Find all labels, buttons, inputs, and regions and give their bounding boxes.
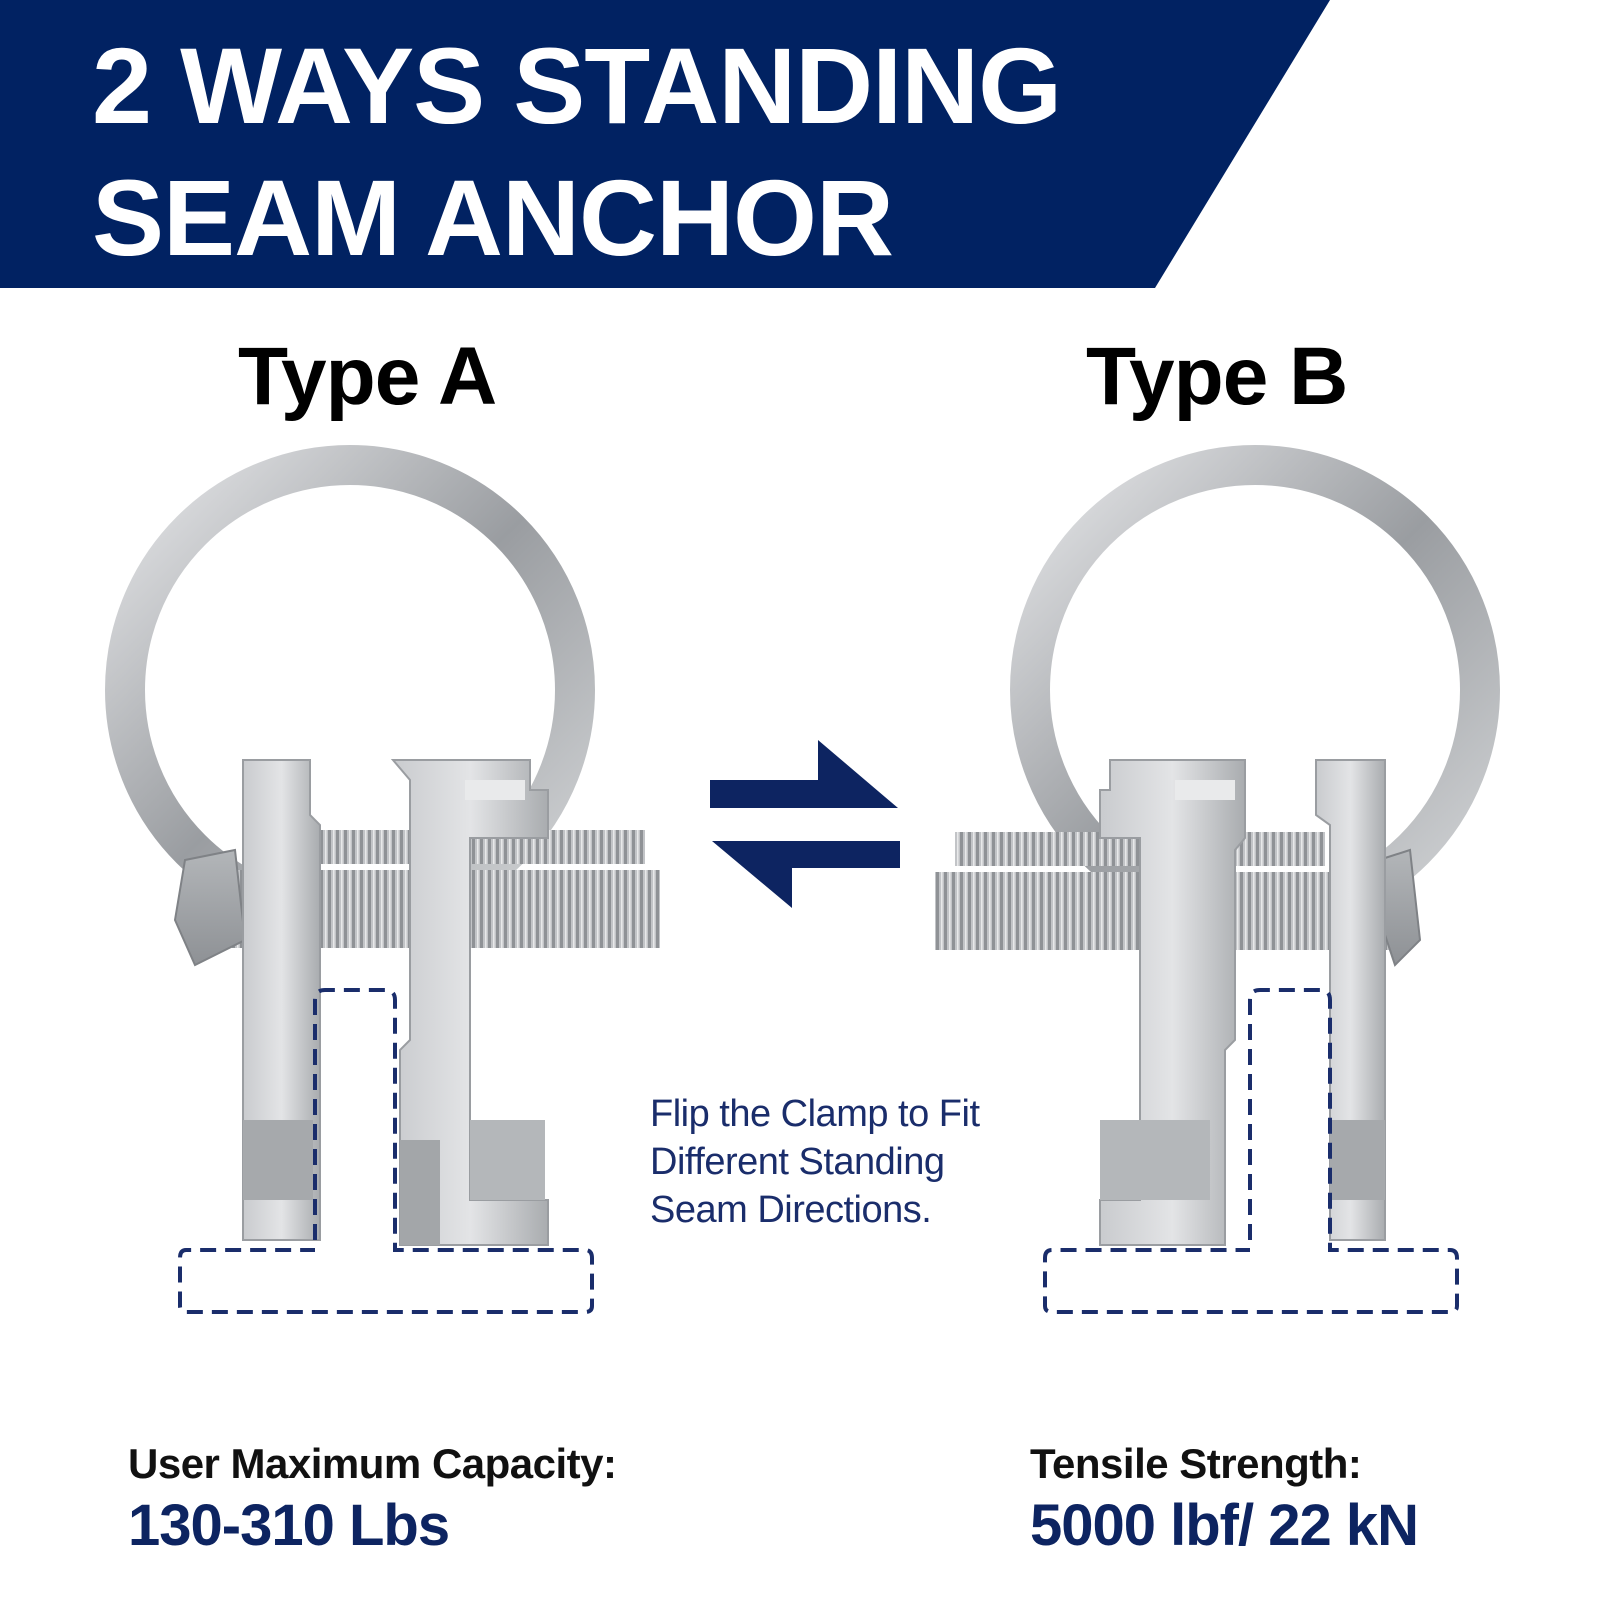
title-line-2: SEAM ANCHOR	[92, 157, 894, 278]
tensile-label: Tensile Strength:	[1030, 1440, 1362, 1487]
clamp-slot	[465, 780, 525, 800]
capacity-spec: User Maximum Capacity: 130-310 Lbs	[128, 1440, 617, 1559]
flip-instruction-line-2: Different Standing	[650, 1141, 945, 1183]
clamp-slot	[1175, 780, 1235, 800]
clamp-foot	[470, 1120, 545, 1200]
seam-outline	[178, 988, 594, 1314]
capacity-value: 130-310 Lbs	[128, 1493, 450, 1558]
clamp-foot	[1100, 1120, 1210, 1200]
product-illustration	[105, 445, 1500, 1314]
swap-arrows-icon	[710, 740, 900, 908]
hex-nut	[173, 848, 247, 967]
type-b-anchor	[935, 445, 1500, 1314]
clamp-foot	[400, 1140, 440, 1245]
flip-instruction-line-1: Flip the Clamp to Fit	[650, 1093, 980, 1135]
banner-shape	[0, 0, 1330, 288]
type-a-label: Type A	[238, 331, 497, 422]
capacity-label: User Maximum Capacity:	[128, 1440, 617, 1487]
title-line-1: 2 WAYS STANDING	[92, 25, 1062, 146]
type-b-label: Type B	[1086, 331, 1348, 422]
clamp-shadow	[243, 1120, 313, 1200]
seam-outline	[1043, 988, 1459, 1314]
type-a-anchor	[105, 445, 660, 1314]
tensile-spec: Tensile Strength: 5000 lbf/ 22 kN	[1030, 1440, 1419, 1559]
tensile-value: 5000 lbf/ 22 kN	[1030, 1493, 1419, 1558]
flip-instruction-line-3: Seam Directions.	[650, 1189, 932, 1231]
flip-instruction: Flip the Clamp to Fit Different Standing…	[650, 1090, 980, 1234]
page-title: 2 WAYS STANDING SEAM ANCHOR	[92, 20, 1062, 284]
header-banner: 2 WAYS STANDING SEAM ANCHOR	[0, 0, 1600, 290]
clamp-shadow	[1330, 1120, 1385, 1200]
